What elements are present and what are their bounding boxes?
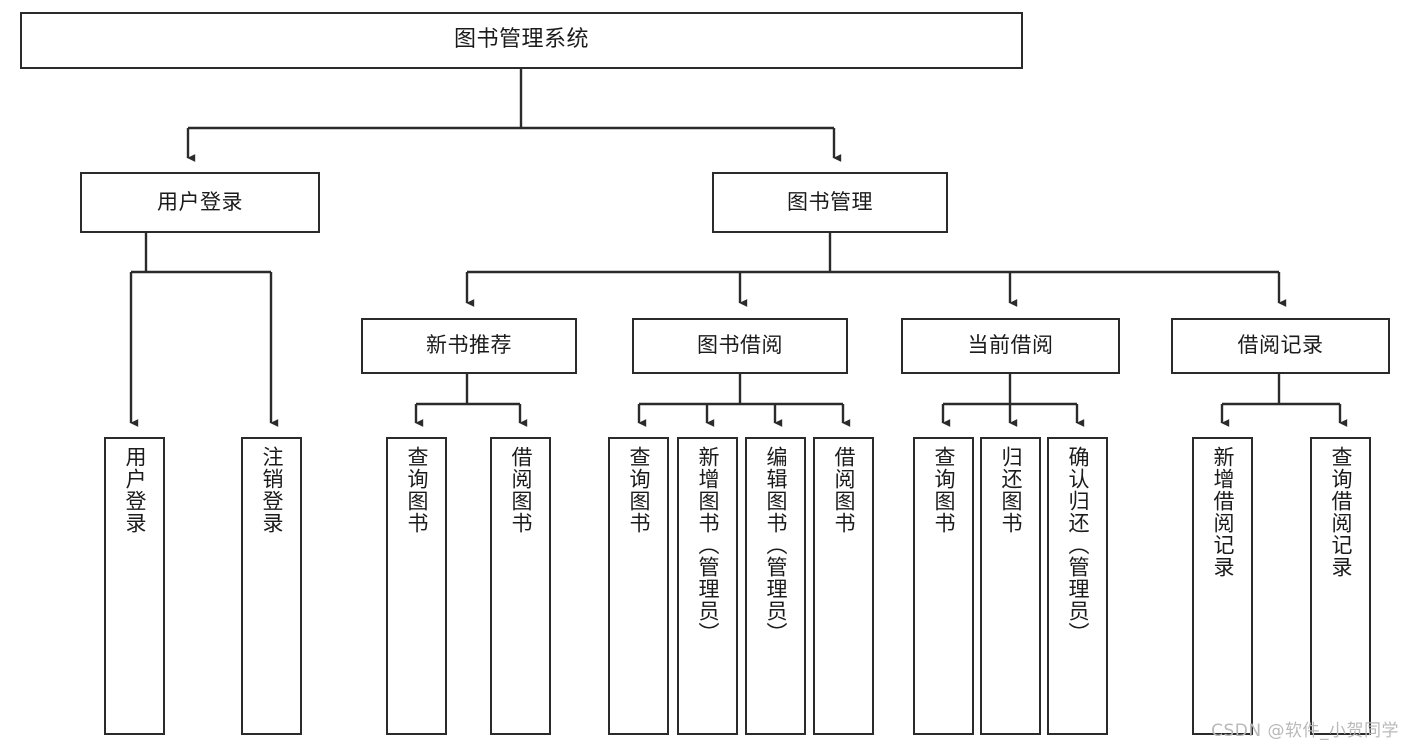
node-root-label: 图书管理系统: [453, 27, 589, 53]
edges-user-login-to-leaves: [129, 233, 279, 427]
node-user-login[interactable]: 用户登录: [80, 172, 320, 233]
node-leaf-return-book[interactable]: 归还图书: [980, 437, 1041, 735]
node-leaf-query-record-label: 查询借阅记录: [1328, 446, 1353, 578]
node-leaf-logout-login-label: 注销登录: [259, 446, 284, 534]
edges-borrow-record-to-leaves: [1220, 374, 1348, 427]
node-book-borrow[interactable]: 图书借阅: [632, 318, 848, 374]
node-new-book-recommend[interactable]: 新书推荐: [361, 318, 577, 374]
node-leaf-query-book-1[interactable]: 查询图书: [386, 437, 447, 735]
node-leaf-add-record[interactable]: 新增借阅记录: [1192, 437, 1253, 735]
node-leaf-add-book[interactable]: 新增图书（管理员）: [677, 437, 738, 735]
node-leaf-edit-book-label: 编辑图书（管理员）: [763, 446, 788, 644]
node-leaf-user-login-label: 用户登录: [122, 446, 147, 534]
node-leaf-query-book-2[interactable]: 查询图书: [608, 437, 669, 735]
edges-new-book-recommend-to-leaves: [414, 374, 528, 427]
node-leaf-borrow-book-2-label: 借阅图书: [831, 446, 856, 534]
edges-current-borrow-to-leaves: [941, 374, 1085, 427]
node-leaf-confirm-return[interactable]: 确认归还（管理员）: [1047, 437, 1108, 735]
node-leaf-borrow-book-1-label: 借阅图书: [508, 446, 533, 534]
node-leaf-confirm-return-label: 确认归还（管理员）: [1065, 446, 1090, 644]
node-borrow-record-label: 借阅记录: [1237, 333, 1324, 358]
node-root-system[interactable]: 图书管理系统: [20, 12, 1023, 69]
csdn-watermark: CSDN @软件_小贺同学: [1211, 721, 1399, 741]
node-book-manage-label: 图书管理: [787, 189, 873, 214]
node-leaf-user-login[interactable]: 用户登录: [104, 437, 165, 735]
node-leaf-query-book-1-label: 查询图书: [404, 446, 429, 534]
node-leaf-borrow-book-2[interactable]: 借阅图书: [813, 437, 874, 735]
node-leaf-edit-book[interactable]: 编辑图书（管理员）: [745, 437, 806, 735]
node-leaf-query-book-3-label: 查询图书: [931, 446, 956, 534]
node-new-book-recommend-label: 新书推荐: [426, 333, 512, 358]
node-leaf-query-book-3[interactable]: 查询图书: [913, 437, 974, 735]
edges-root-to-level1: [186, 69, 842, 162]
node-current-borrow[interactable]: 当前借阅: [901, 318, 1120, 374]
node-leaf-add-book-label: 新增图书（管理员）: [695, 446, 720, 644]
node-book-borrow-label: 图书借阅: [697, 333, 783, 358]
node-leaf-add-record-label: 新增借阅记录: [1210, 446, 1235, 578]
edges-book-borrow-to-leaves: [637, 374, 851, 427]
node-borrow-record[interactable]: 借阅记录: [1171, 318, 1390, 374]
node-book-manage[interactable]: 图书管理: [712, 172, 948, 233]
node-leaf-return-book-label: 归还图书: [998, 446, 1023, 534]
edges-book-manage-to-level2: [465, 233, 1287, 307]
node-leaf-logout-login[interactable]: 注销登录: [241, 437, 302, 735]
node-leaf-query-record[interactable]: 查询借阅记录: [1310, 437, 1371, 735]
node-current-borrow-label: 当前借阅: [967, 333, 1054, 358]
node-leaf-borrow-book-1[interactable]: 借阅图书: [490, 437, 551, 735]
node-leaf-query-book-2-label: 查询图书: [626, 446, 651, 534]
node-user-login-label: 用户登录: [157, 189, 243, 214]
